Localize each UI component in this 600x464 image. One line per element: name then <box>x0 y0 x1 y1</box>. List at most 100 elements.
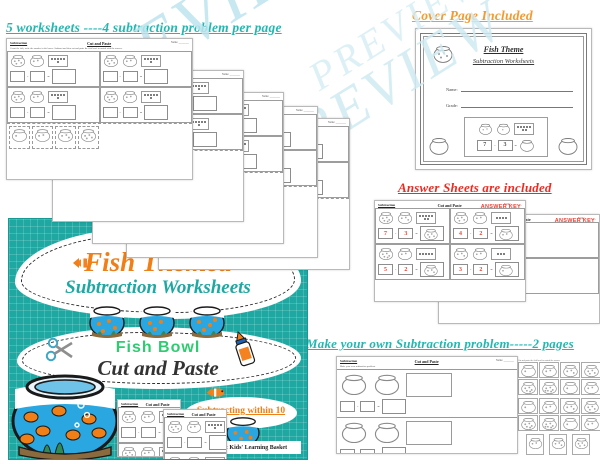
cut-out-bowl[interactable] <box>581 362 600 378</box>
problem-cell[interactable]: -= <box>7 87 100 123</box>
cut-out-strip[interactable] <box>7 123 192 151</box>
cut-out-bowl[interactable] <box>518 398 538 414</box>
count-dots-box[interactable] <box>406 421 452 445</box>
minuend-box[interactable]: 7 <box>378 228 393 239</box>
minuend-box[interactable]: 3 <box>453 264 468 275</box>
sheet-name-field[interactable]: Name: ________ <box>171 41 189 44</box>
cut-out-bowl[interactable] <box>526 434 544 455</box>
minuend-box[interactable] <box>121 427 136 438</box>
answer-paste-box[interactable] <box>192 132 217 147</box>
sheet-name-field[interactable]: Name: ________ <box>262 95 280 98</box>
answer-paste-box[interactable] <box>381 399 406 414</box>
cut-out-bowl[interactable] <box>581 415 600 431</box>
answer-paste-box[interactable] <box>381 447 406 453</box>
sheet-name-field[interactable]: Name: ________ <box>504 203 522 206</box>
answer-paste-box[interactable] <box>51 69 76 84</box>
cut-out-bowl[interactable] <box>55 126 76 149</box>
subtrahend-box[interactable] <box>360 449 376 453</box>
subtrahend-box[interactable] <box>187 437 203 448</box>
cut-out-bowl[interactable] <box>539 415 559 431</box>
problem-cell[interactable]: 3-2= <box>450 244 525 280</box>
minuend-box[interactable]: 5 <box>378 264 393 275</box>
problem-cell[interactable]: -= <box>164 453 226 459</box>
answer-paste-box[interactable] <box>51 105 76 120</box>
cut-out-bowl[interactable] <box>560 379 580 395</box>
subtrahend-box[interactable]: 2 <box>473 264 489 275</box>
subtrahend-box[interactable] <box>30 71 46 82</box>
answer-paste-box[interactable] <box>208 435 226 450</box>
minuend-box[interactable] <box>102 107 118 118</box>
equals-operator: = <box>415 267 418 272</box>
cover-field-grade[interactable]: Grade: <box>446 101 573 108</box>
answer-paste-box[interactable] <box>192 96 217 111</box>
minuend-box[interactable] <box>10 71 25 82</box>
cut-out-sheet[interactable]: Cut and paste the fish bowl to match the… <box>518 360 600 455</box>
minuend-box[interactable] <box>340 401 355 412</box>
answer-paste-box[interactable] <box>494 226 519 241</box>
cut-out-bowl[interactable] <box>9 126 30 149</box>
answer-paste-box[interactable] <box>494 262 519 277</box>
cut-out-bowl[interactable] <box>572 434 590 455</box>
subtrahend-box[interactable] <box>30 107 46 118</box>
answer-paste-box[interactable] <box>419 262 444 277</box>
cut-out-bowl[interactable] <box>78 126 99 149</box>
cut-out-bowl[interactable] <box>581 398 600 414</box>
minuend-box[interactable] <box>167 437 182 448</box>
poster-author-credit: By: Kids' Learning Basket <box>205 441 301 454</box>
cut-out-bowl[interactable] <box>539 398 559 414</box>
answer-paste-box[interactable] <box>419 226 444 241</box>
cover-field-name[interactable]: Name: <box>446 85 573 92</box>
problem-cell[interactable]: -= <box>99 87 192 123</box>
sheet-name-field[interactable]: Name: ________ <box>578 217 596 220</box>
blank-problem-row[interactable]: -= <box>337 369 517 417</box>
minuend-box[interactable] <box>340 449 355 453</box>
fishbowl-icon <box>424 264 438 277</box>
subtrahend-box[interactable]: 2 <box>473 228 489 239</box>
cut-out-bowl[interactable] <box>32 126 53 149</box>
cut-out-bowl[interactable] <box>539 379 559 395</box>
subtrahend-box[interactable] <box>122 107 138 118</box>
problem-cell[interactable]: 7-3= <box>375 208 450 244</box>
problem-cell[interactable]: 5-2= <box>375 244 450 280</box>
count-dots-box[interactable] <box>406 373 452 397</box>
problem-cell[interactable]: -= <box>7 51 100 87</box>
minuend-box[interactable] <box>102 71 118 82</box>
cut-out-bowl[interactable] <box>581 379 600 395</box>
answer-paste-box[interactable] <box>144 69 169 84</box>
cover-grade-rule[interactable] <box>460 101 573 108</box>
problem-cell[interactable]: 4-2= <box>450 208 525 244</box>
subtrahend-box[interactable] <box>141 427 157 438</box>
problem-cell[interactable]: -= <box>99 51 192 87</box>
sheet-name-field[interactable]: Name: ________ <box>496 359 514 362</box>
minuend-box[interactable] <box>10 107 25 118</box>
fishbowl-icon <box>583 400 599 413</box>
answer-paste-box[interactable] <box>144 105 169 120</box>
blank-problem-row[interactable]: -= <box>337 417 517 453</box>
cut-out-bowl[interactable] <box>518 379 538 395</box>
problem-cell[interactable]: -= <box>164 417 226 453</box>
sheet-name-field[interactable]: Name: ________ <box>222 73 240 76</box>
cover-sample-subtrahend: 3 <box>497 139 513 151</box>
cover-page-preview[interactable]: Fish Theme Subtraction Worksheets Name: … <box>415 28 592 170</box>
minuend-box[interactable]: 4 <box>453 228 468 239</box>
cut-out-bowl[interactable] <box>560 398 580 414</box>
subtrahend-box[interactable] <box>122 71 138 82</box>
equals-operator: = <box>204 440 207 445</box>
subtrahend-box[interactable]: 2 <box>398 264 414 275</box>
subtrahend-box[interactable] <box>360 401 376 412</box>
cut-out-bowl[interactable] <box>539 362 559 378</box>
cut-out-bowl[interactable] <box>549 434 567 455</box>
cut-out-bowl[interactable] <box>518 415 538 431</box>
subtrahend-box[interactable]: 3 <box>398 228 414 239</box>
cut-out-bowl[interactable] <box>560 415 580 431</box>
sheet-name-field[interactable]: Name: ________ <box>328 121 346 124</box>
fishbowl-icon <box>188 457 200 459</box>
cut-out-bowl[interactable] <box>518 362 538 378</box>
cut-out-bowl[interactable] <box>560 362 580 378</box>
sheet-name-field[interactable]: Name: ________ <box>296 109 314 112</box>
cover-name-rule[interactable] <box>460 85 573 92</box>
